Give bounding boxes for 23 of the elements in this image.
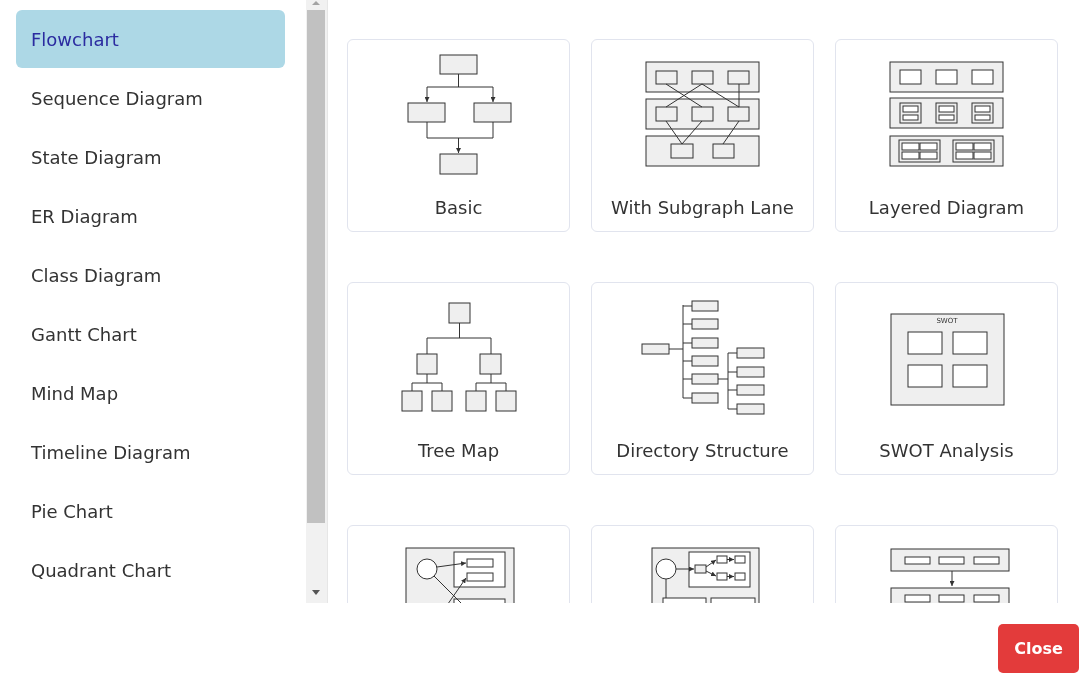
template-card <box>835 282 1058 475</box>
menu-item: Class Diagram <box>16 246 285 304</box>
template-card <box>591 39 814 232</box>
template-card <box>347 39 570 232</box>
menu-item: Mind Map <box>16 364 285 422</box>
menu-item: State Diagram <box>16 128 285 186</box>
menu-item: Sequence Diagram <box>16 69 285 127</box>
card-title: Tree Map <box>416 440 501 461</box>
card-title: SWOT Analysis <box>878 440 1015 461</box>
menu-item: Flowchart <box>16 10 285 68</box>
menu-item: Pie Chart <box>16 482 285 540</box>
menu-item: Gantt Chart <box>16 305 285 363</box>
menu-item: Quadrant Chart <box>16 541 285 599</box>
card-title: Directory Structure <box>615 440 790 461</box>
card-title: Layered Diagram <box>867 197 1026 218</box>
template-card <box>835 39 1058 232</box>
template-card <box>591 282 814 475</box>
template-card <box>347 282 570 475</box>
menu-item: ER Diagram <box>16 187 285 245</box>
menu-item: Timeline Diagram <box>16 423 285 481</box>
card-title: With Subgraph Lane <box>610 197 795 218</box>
close-button: Close <box>998 624 1079 673</box>
card-title: Basic <box>433 197 484 218</box>
